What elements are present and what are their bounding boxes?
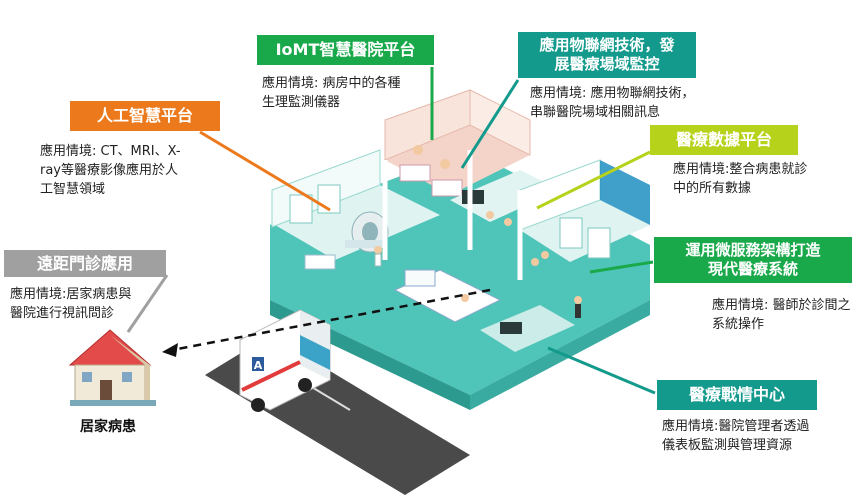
telemedicine-title: 遠距門診應用	[4, 250, 166, 277]
iot-monitoring-title: 應用物聯網技術，發 展醫療場域監控	[518, 32, 696, 78]
ambulance	[239, 309, 331, 412]
microservices-title: 運用微服務架構打造 現代醫療系統	[654, 237, 852, 283]
war-room-title: 醫療戰情中心	[657, 380, 817, 410]
ambulance-letter: A	[254, 359, 263, 372]
telemedicine-arrow	[171, 288, 491, 352]
house-icon	[68, 329, 156, 406]
iomt-platform-title: IoMT智慧醫院平台	[257, 35, 434, 65]
war-connector	[547, 346, 656, 395]
microservices-desc: 應用情境: 醫師於診間之 系統操作	[712, 298, 851, 332]
ai-platform-title: 人工智慧平台	[70, 101, 220, 131]
iomt-platform-desc: 應用情境: 病房中的各種 生理監測儀器	[262, 76, 401, 110]
tele-connector	[126, 274, 169, 333]
iot-monitoring-desc: 應用情境: 應用物聯網技術， 串聯醫院場域相關訊息	[530, 86, 695, 120]
micro-connector	[589, 260, 654, 274]
home-patient-caption: 居家病患	[80, 419, 136, 435]
telemedicine-desc: 應用情境:居家病患與 醫院進行視訊問診	[10, 287, 132, 321]
data-connector	[536, 150, 651, 210]
war-room-desc: 應用情境:醫院管理者透過 儀表板監測與管理資源	[662, 419, 810, 453]
iot-connector	[460, 79, 520, 169]
medical-data-title: 醫療數據平台	[650, 125, 798, 155]
medical-data-desc: 應用情境:整合病患就診 中的所有數據	[673, 162, 808, 196]
ai-connector	[199, 130, 331, 212]
ai-platform-desc: 應用情境: CT、MRI、X- ray等醫療影像應用於人 工智慧領域	[40, 144, 181, 197]
